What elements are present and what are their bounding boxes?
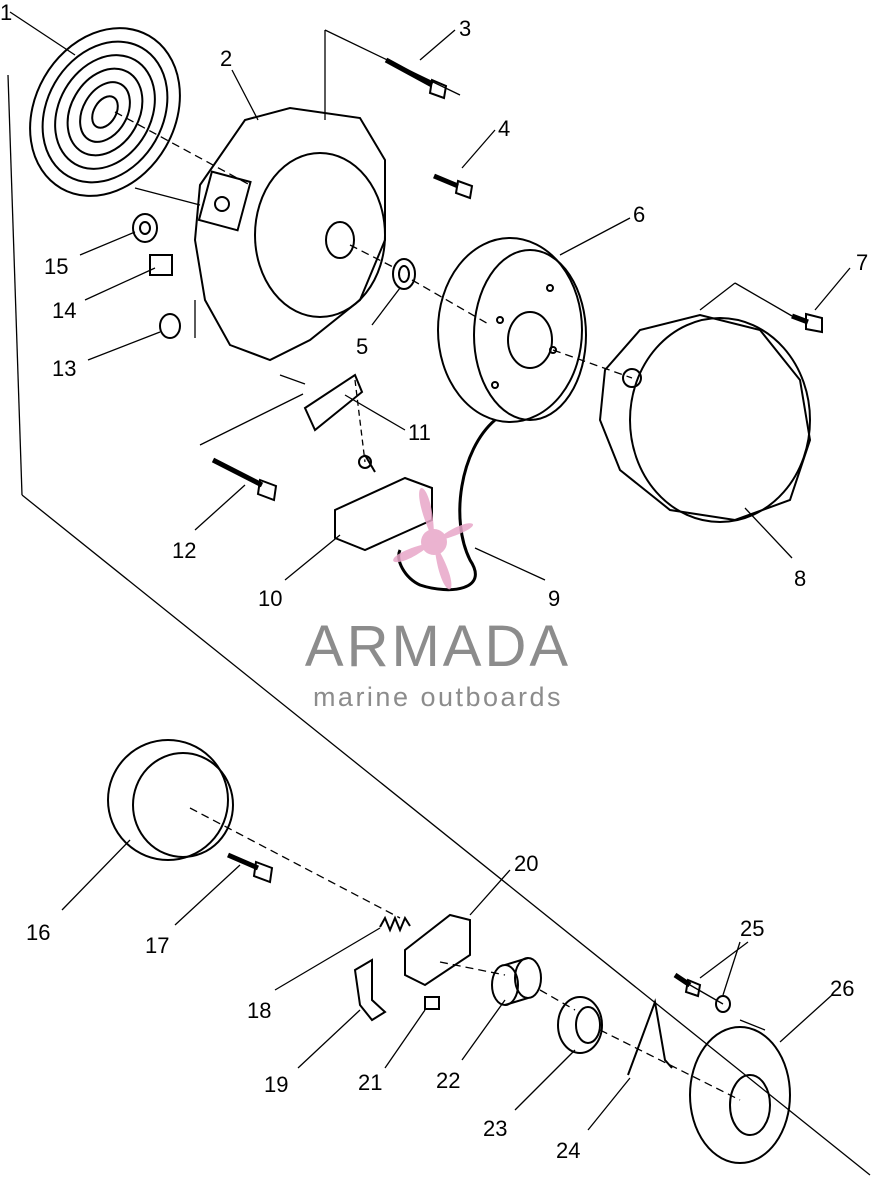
part-label-20: 20 <box>514 851 539 876</box>
part-label-6: 6 <box>633 202 646 227</box>
washer-icon <box>132 213 158 243</box>
part-label-10: 10 <box>258 586 283 611</box>
pawl-icon <box>353 958 387 1022</box>
part-label-16: 16 <box>26 920 51 945</box>
bolt-icon <box>791 312 823 334</box>
rope-reel-icon <box>437 237 587 423</box>
part-label-14: 14 <box>52 298 77 323</box>
part-label-17: 17 <box>145 933 170 958</box>
guide-lines <box>7 29 871 1176</box>
part-label-7: 7 <box>856 250 869 275</box>
pulley-ring-icon <box>107 739 234 861</box>
watermark-tagline: marine outboards <box>312 682 564 712</box>
part-label-13: 13 <box>52 356 77 381</box>
rope-guide-icon <box>303 373 364 432</box>
part-label-18: 18 <box>247 998 272 1023</box>
part-label-21: 21 <box>358 1070 383 1095</box>
starter-rope-icon <box>397 418 496 592</box>
part-label-23: 23 <box>483 1116 508 1141</box>
bolt-icon <box>433 173 474 200</box>
pin-icon <box>424 996 440 1010</box>
part-label-1: 1 <box>0 0 13 25</box>
starter-housing-icon <box>193 106 386 362</box>
part-label-5: 5 <box>356 334 369 359</box>
part-label-2: 2 <box>220 46 233 71</box>
part-label-9: 9 <box>548 586 561 611</box>
bushing-icon <box>392 258 416 290</box>
screw-washer-icon <box>673 972 731 1013</box>
stopper-plate-icon <box>689 1026 791 1164</box>
watermark: ARMADA marine outboards <box>288 618 588 711</box>
part-label-11: 11 <box>408 420 431 445</box>
starter-cover-icon <box>598 313 812 523</box>
nut-icon <box>149 254 173 276</box>
screw-icon <box>227 852 274 884</box>
bolt-icon <box>384 57 448 100</box>
part-label-15: 15 <box>44 254 69 279</box>
bushing-icon <box>491 957 542 1006</box>
spring-wire-icon <box>627 998 673 1076</box>
part-label-12: 12 <box>172 538 197 563</box>
watermark-name: ARMADA <box>304 614 572 679</box>
part-label-4: 4 <box>498 116 511 141</box>
part-label-25: 25 <box>740 916 765 941</box>
part-label-8: 8 <box>794 566 807 591</box>
plate-icon <box>404 913 471 987</box>
collar-icon <box>159 313 181 339</box>
spring-icon <box>379 915 411 933</box>
handle-icon <box>334 454 433 552</box>
leader-lines <box>9 11 851 1131</box>
part-label-26: 26 <box>830 976 855 1001</box>
washer-icon <box>557 996 603 1054</box>
part-label-19: 19 <box>264 1072 289 1097</box>
part-label-22: 22 <box>436 1068 461 1093</box>
bolt-icon <box>211 457 278 502</box>
watermark-logo <box>393 488 474 590</box>
part-label-24: 24 <box>556 1138 581 1163</box>
part-label-3: 3 <box>459 16 472 41</box>
recoil-spring-icon <box>29 27 181 197</box>
